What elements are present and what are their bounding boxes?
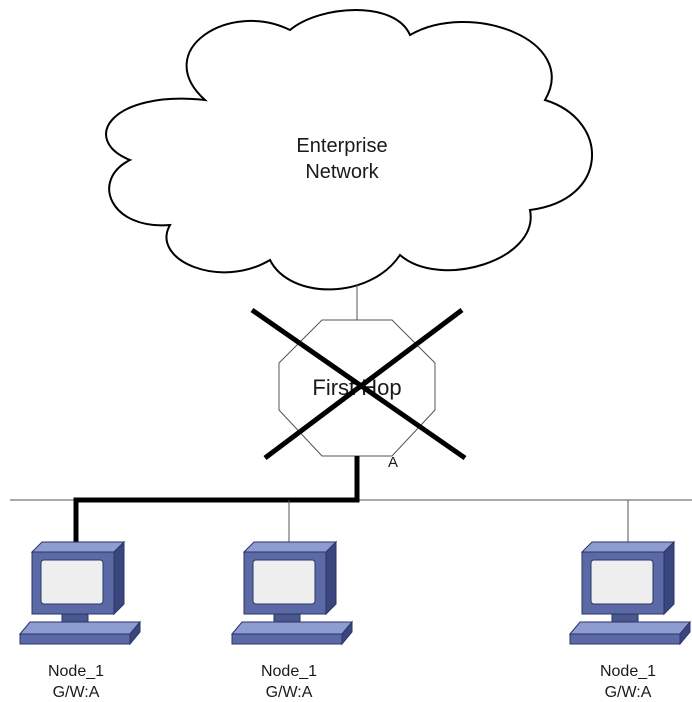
failure-cross-stroke-1 xyxy=(250,307,467,461)
node-2-gateway: G/W:A xyxy=(266,684,313,701)
first-hop-router: First Hop A xyxy=(250,307,467,471)
node-3: Node_1 G/W:A xyxy=(569,541,691,701)
cloud-label-line2: Network xyxy=(305,161,379,183)
enterprise-network-cloud: Enterprise Network xyxy=(105,9,593,291)
computer-icon xyxy=(19,541,141,645)
node-2: Node_1 G/W:A xyxy=(231,541,353,701)
computer-icon xyxy=(231,541,353,645)
active-path-line xyxy=(73,456,360,542)
cloud-label-line1: Enterprise xyxy=(296,135,387,157)
node-2-name: Node_1 xyxy=(261,663,317,680)
node-3-gateway: G/W:A xyxy=(605,684,652,701)
computer-icon xyxy=(569,541,691,645)
node-3-name: Node_1 xyxy=(600,663,656,680)
router-port-label: A xyxy=(388,454,398,471)
node-1-name: Node_1 xyxy=(48,663,104,680)
node-1: Node_1 G/W:A xyxy=(19,541,141,701)
node-1-gateway: G/W:A xyxy=(53,684,100,701)
failure-cross-stroke-2 xyxy=(263,308,464,460)
